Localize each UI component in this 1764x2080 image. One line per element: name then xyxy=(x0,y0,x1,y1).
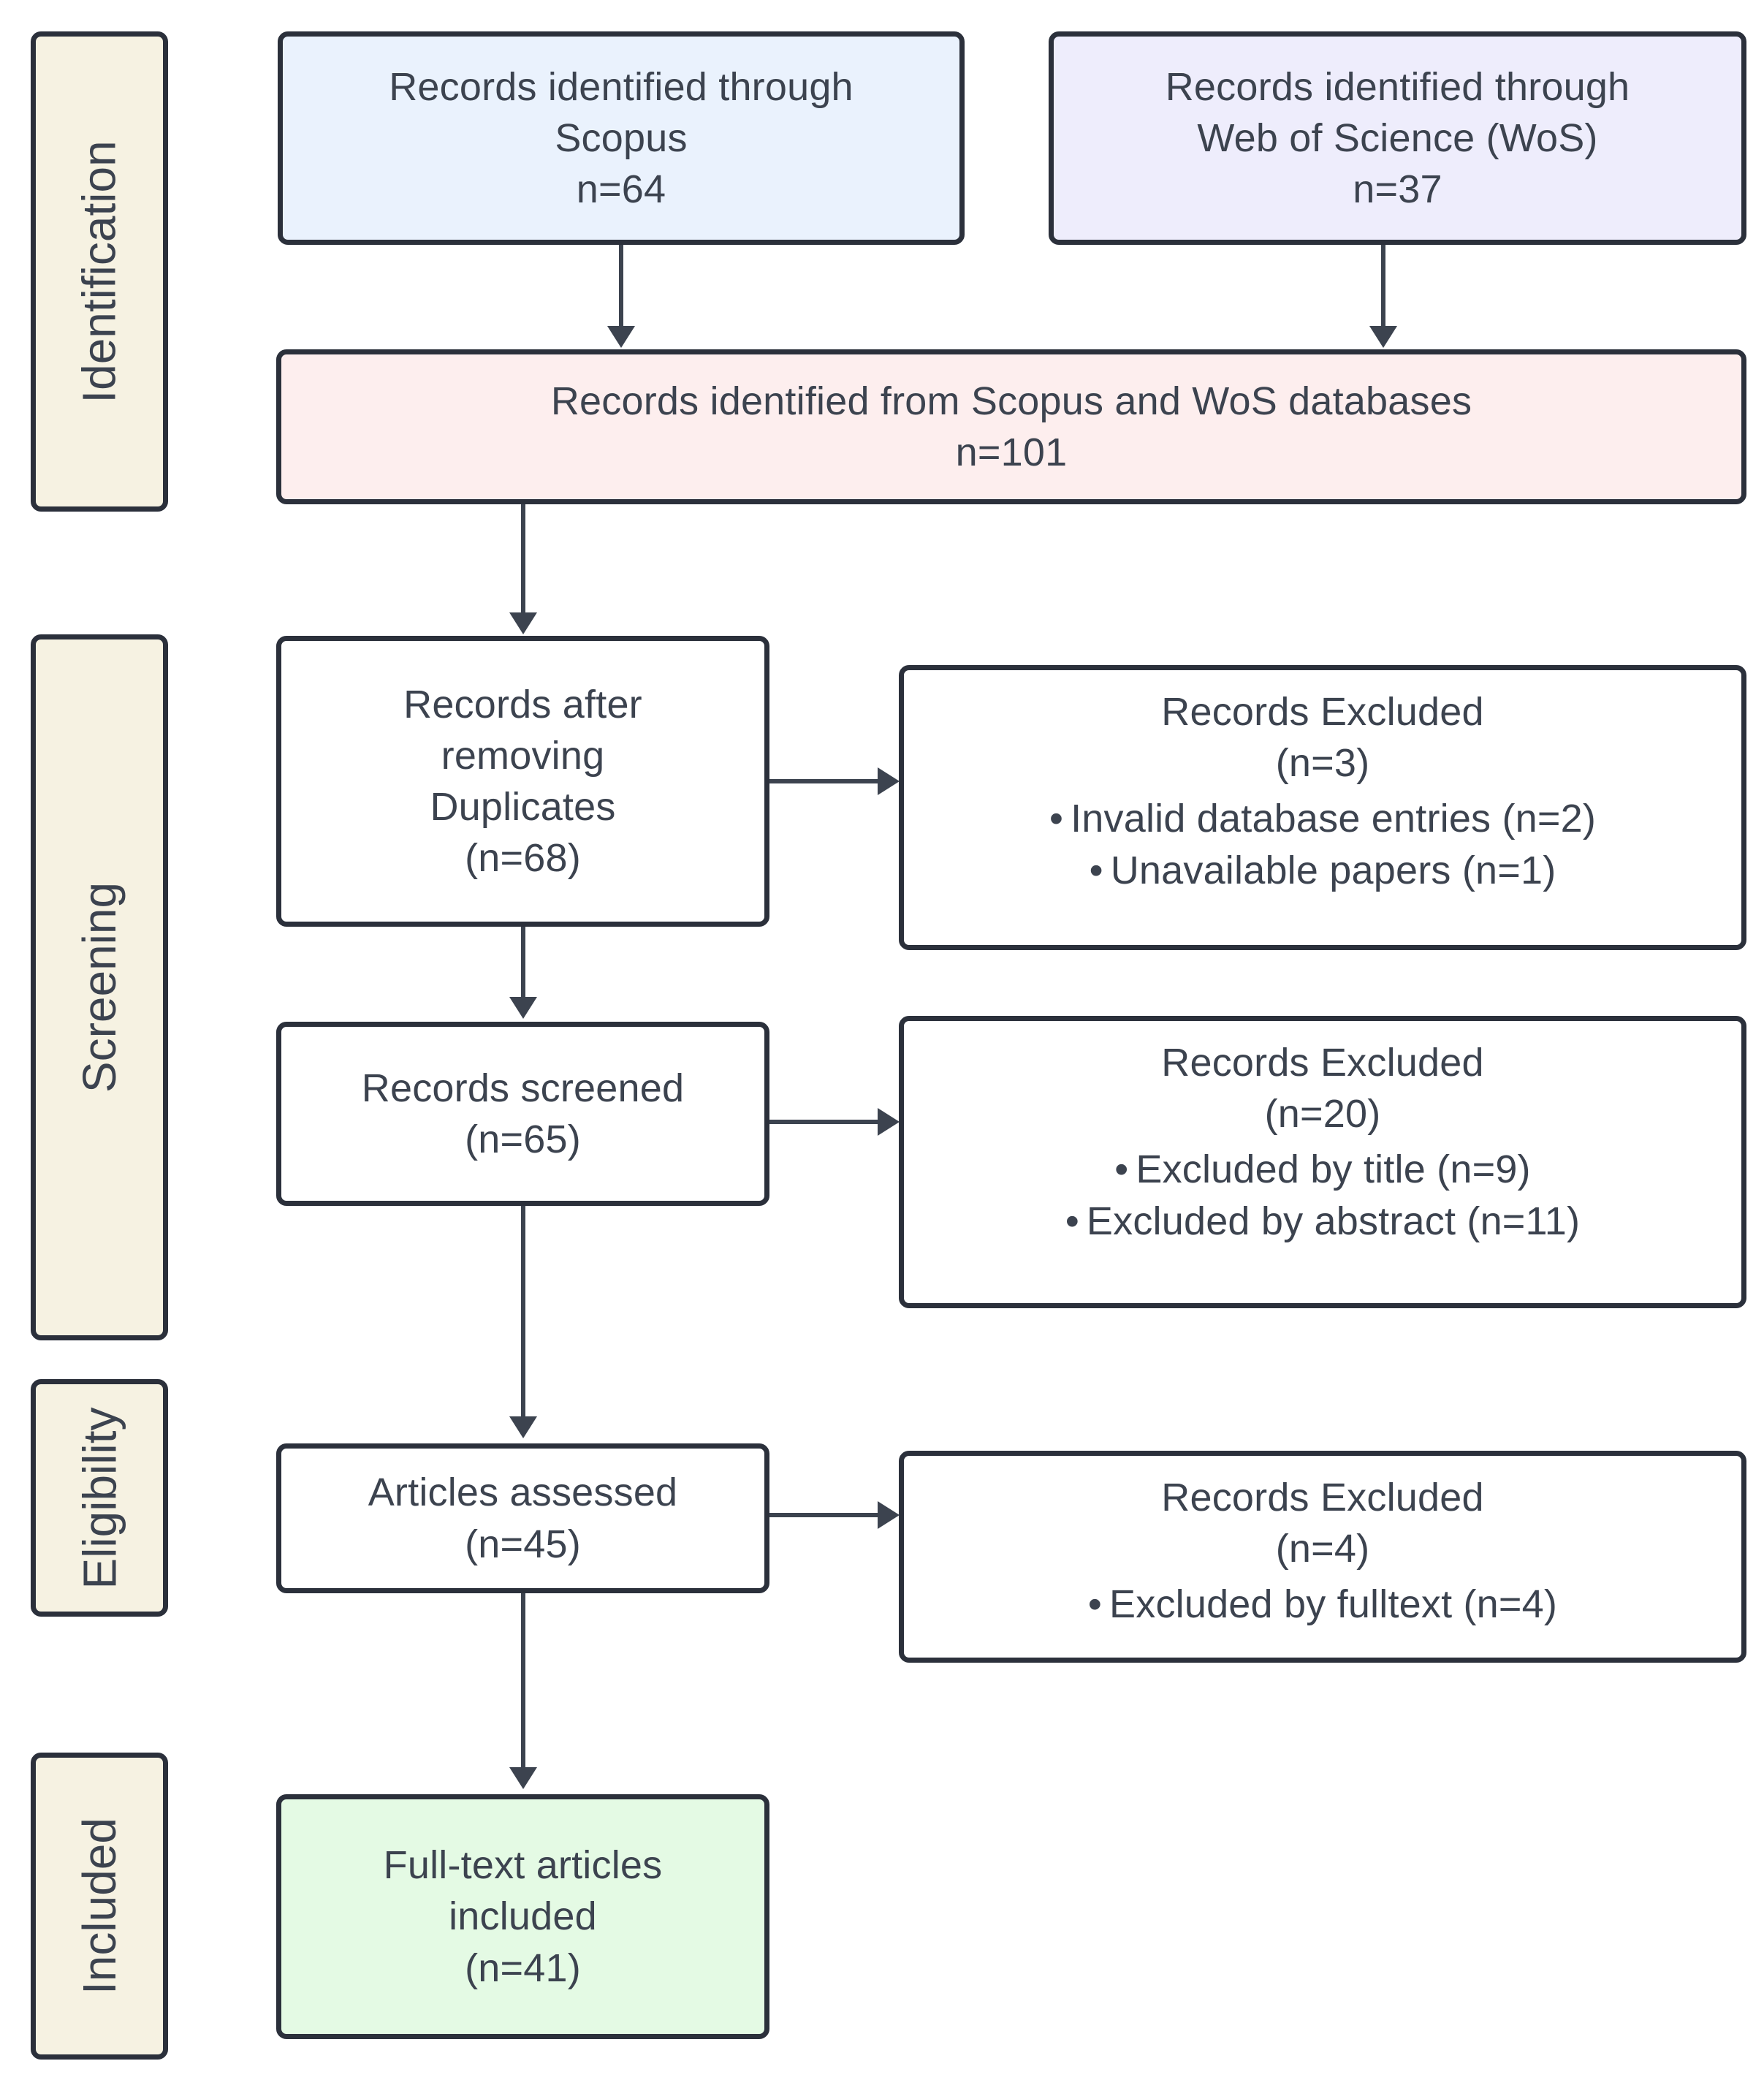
node-excluded2-count: (n=20) xyxy=(1264,1092,1381,1136)
node-wos: Records identified through Web of Scienc… xyxy=(1049,31,1746,245)
node-records-excluded-screened: Records Excluded (n=20) •Excluded by tit… xyxy=(899,1016,1746,1308)
arrowhead-scopus-to-combined xyxy=(607,326,635,348)
node-assessed-count: (n=45) xyxy=(465,1522,581,1566)
node-combined-count: n=101 xyxy=(955,430,1068,474)
bullet-dot-icon: • xyxy=(1114,1147,1129,1192)
connector-screened-to-excluded2 xyxy=(769,1120,879,1124)
node-included-line-2: included xyxy=(449,1894,597,1939)
node-excluded1-bullet-list: •Invalid database entries (n=2) •Unavail… xyxy=(917,793,1728,895)
node-wos-count: n=37 xyxy=(1353,167,1442,212)
node-screened-line-1: Records screened xyxy=(361,1066,685,1110)
arrowhead-screened-to-excluded2 xyxy=(878,1108,900,1136)
stage-box-identification: Identification xyxy=(31,31,168,512)
arrowhead-combined-to-duplicates xyxy=(509,612,537,634)
node-excluded1-bullet-1: •Invalid database entries (n=2) xyxy=(917,793,1728,844)
connector-duplicates-to-screened xyxy=(521,927,525,998)
node-included-line-1: Full-text articles xyxy=(383,1843,663,1888)
node-excluded3-bullet-1-text: Excluded by fulltext (n=4) xyxy=(1109,1582,1558,1627)
node-duplicates-count: (n=68) xyxy=(465,836,581,881)
stage-label-included: Included xyxy=(73,1818,126,1994)
bullet-dot-icon: • xyxy=(1089,848,1103,892)
node-assessed-line-1: Articles assessed xyxy=(368,1470,678,1515)
node-excluded2-bullet-2: •Excluded by abstract (n=11) xyxy=(917,1196,1728,1247)
arrowhead-wos-to-combined xyxy=(1369,326,1397,348)
node-records-screened: Records screened (n=65) xyxy=(276,1022,769,1206)
node-excluded1-bullet-1-text: Invalid database entries (n=2) xyxy=(1071,797,1597,841)
stage-label-eligibility: Eligibility xyxy=(73,1407,126,1589)
node-excluded3-title: Records Excluded xyxy=(1161,1476,1484,1519)
node-excluded2-bullet-2-text: Excluded by abstract (n=11) xyxy=(1086,1199,1581,1243)
node-scopus: Records identified through Scopus n=64 xyxy=(278,31,965,245)
node-excluded1-count: (n=3) xyxy=(1275,741,1370,786)
node-duplicates-line-1: Records after xyxy=(403,682,642,726)
node-excluded2-title: Records Excluded xyxy=(1161,1041,1484,1085)
node-full-text-included: Full-text articles included (n=41) xyxy=(276,1794,769,2039)
node-scopus-line-2: Scopus xyxy=(555,115,688,160)
connector-screened-to-assessed xyxy=(521,1206,525,1418)
connector-wos-to-combined xyxy=(1381,245,1385,327)
node-excluded2-bullet-list: •Excluded by title (n=9) •Excluded by ab… xyxy=(917,1144,1728,1246)
node-combined-line-1: Records identified from Scopus and WoS d… xyxy=(550,379,1472,423)
node-included-count: (n=41) xyxy=(465,1946,581,1990)
node-scopus-count: n=64 xyxy=(576,167,666,212)
stage-label-identification: Identification xyxy=(73,140,126,403)
node-records-excluded-assessed: Records Excluded (n=4) •Excluded by full… xyxy=(899,1451,1746,1663)
node-wos-line-2: Web of Science (WoS) xyxy=(1197,115,1598,160)
node-excluded1-bullet-2-text: Unavailable papers (n=1) xyxy=(1110,848,1556,892)
stage-label-screening: Screening xyxy=(73,881,126,1093)
node-excluded1-bullet-2: •Unavailable papers (n=1) xyxy=(917,845,1728,896)
stage-box-screening: Screening xyxy=(31,634,168,1340)
arrowhead-screened-to-assessed xyxy=(509,1416,537,1438)
connector-combined-to-duplicates xyxy=(521,504,525,614)
node-duplicates-line-3: Duplicates xyxy=(430,785,616,829)
node-screened-count: (n=65) xyxy=(465,1117,581,1161)
node-scopus-line-1: Records identified through xyxy=(389,64,854,109)
arrowhead-duplicates-to-excluded1 xyxy=(878,767,900,795)
node-excluded3-count: (n=4) xyxy=(1275,1527,1370,1571)
connector-duplicates-to-excluded1 xyxy=(769,779,879,783)
node-articles-assessed: Articles assessed (n=45) xyxy=(276,1443,769,1593)
arrowhead-assessed-to-included xyxy=(509,1767,537,1789)
node-duplicates-line-2: removing xyxy=(441,733,605,778)
stage-box-included: Included xyxy=(31,1753,168,2060)
node-excluded3-bullet-1: •Excluded by fulltext (n=4) xyxy=(917,1579,1728,1630)
stage-box-eligibility: Eligibility xyxy=(31,1379,168,1617)
arrowhead-duplicates-to-screened xyxy=(509,997,537,1019)
node-wos-line-1: Records identified through xyxy=(1165,64,1630,109)
node-combined-databases: Records identified from Scopus and WoS d… xyxy=(276,349,1746,504)
bullet-dot-icon: • xyxy=(1087,1582,1103,1627)
bullet-dot-icon: • xyxy=(1049,797,1064,841)
node-excluded3-bullet-list: •Excluded by fulltext (n=4) xyxy=(917,1579,1728,1630)
node-records-after-duplicates: Records after removing Duplicates (n=68) xyxy=(276,636,769,927)
bullet-dot-icon: • xyxy=(1065,1199,1079,1243)
node-records-excluded-duplicates: Records Excluded (n=3) •Invalid database… xyxy=(899,665,1746,950)
connector-assessed-to-excluded3 xyxy=(769,1513,879,1517)
node-excluded1-title: Records Excluded xyxy=(1161,690,1484,734)
node-excluded2-bullet-1: •Excluded by title (n=9) xyxy=(917,1144,1728,1195)
connector-assessed-to-included xyxy=(521,1593,525,1769)
arrowhead-assessed-to-excluded3 xyxy=(878,1501,900,1529)
connector-scopus-to-combined xyxy=(619,245,623,327)
node-excluded2-bullet-1-text: Excluded by title (n=9) xyxy=(1136,1147,1531,1192)
